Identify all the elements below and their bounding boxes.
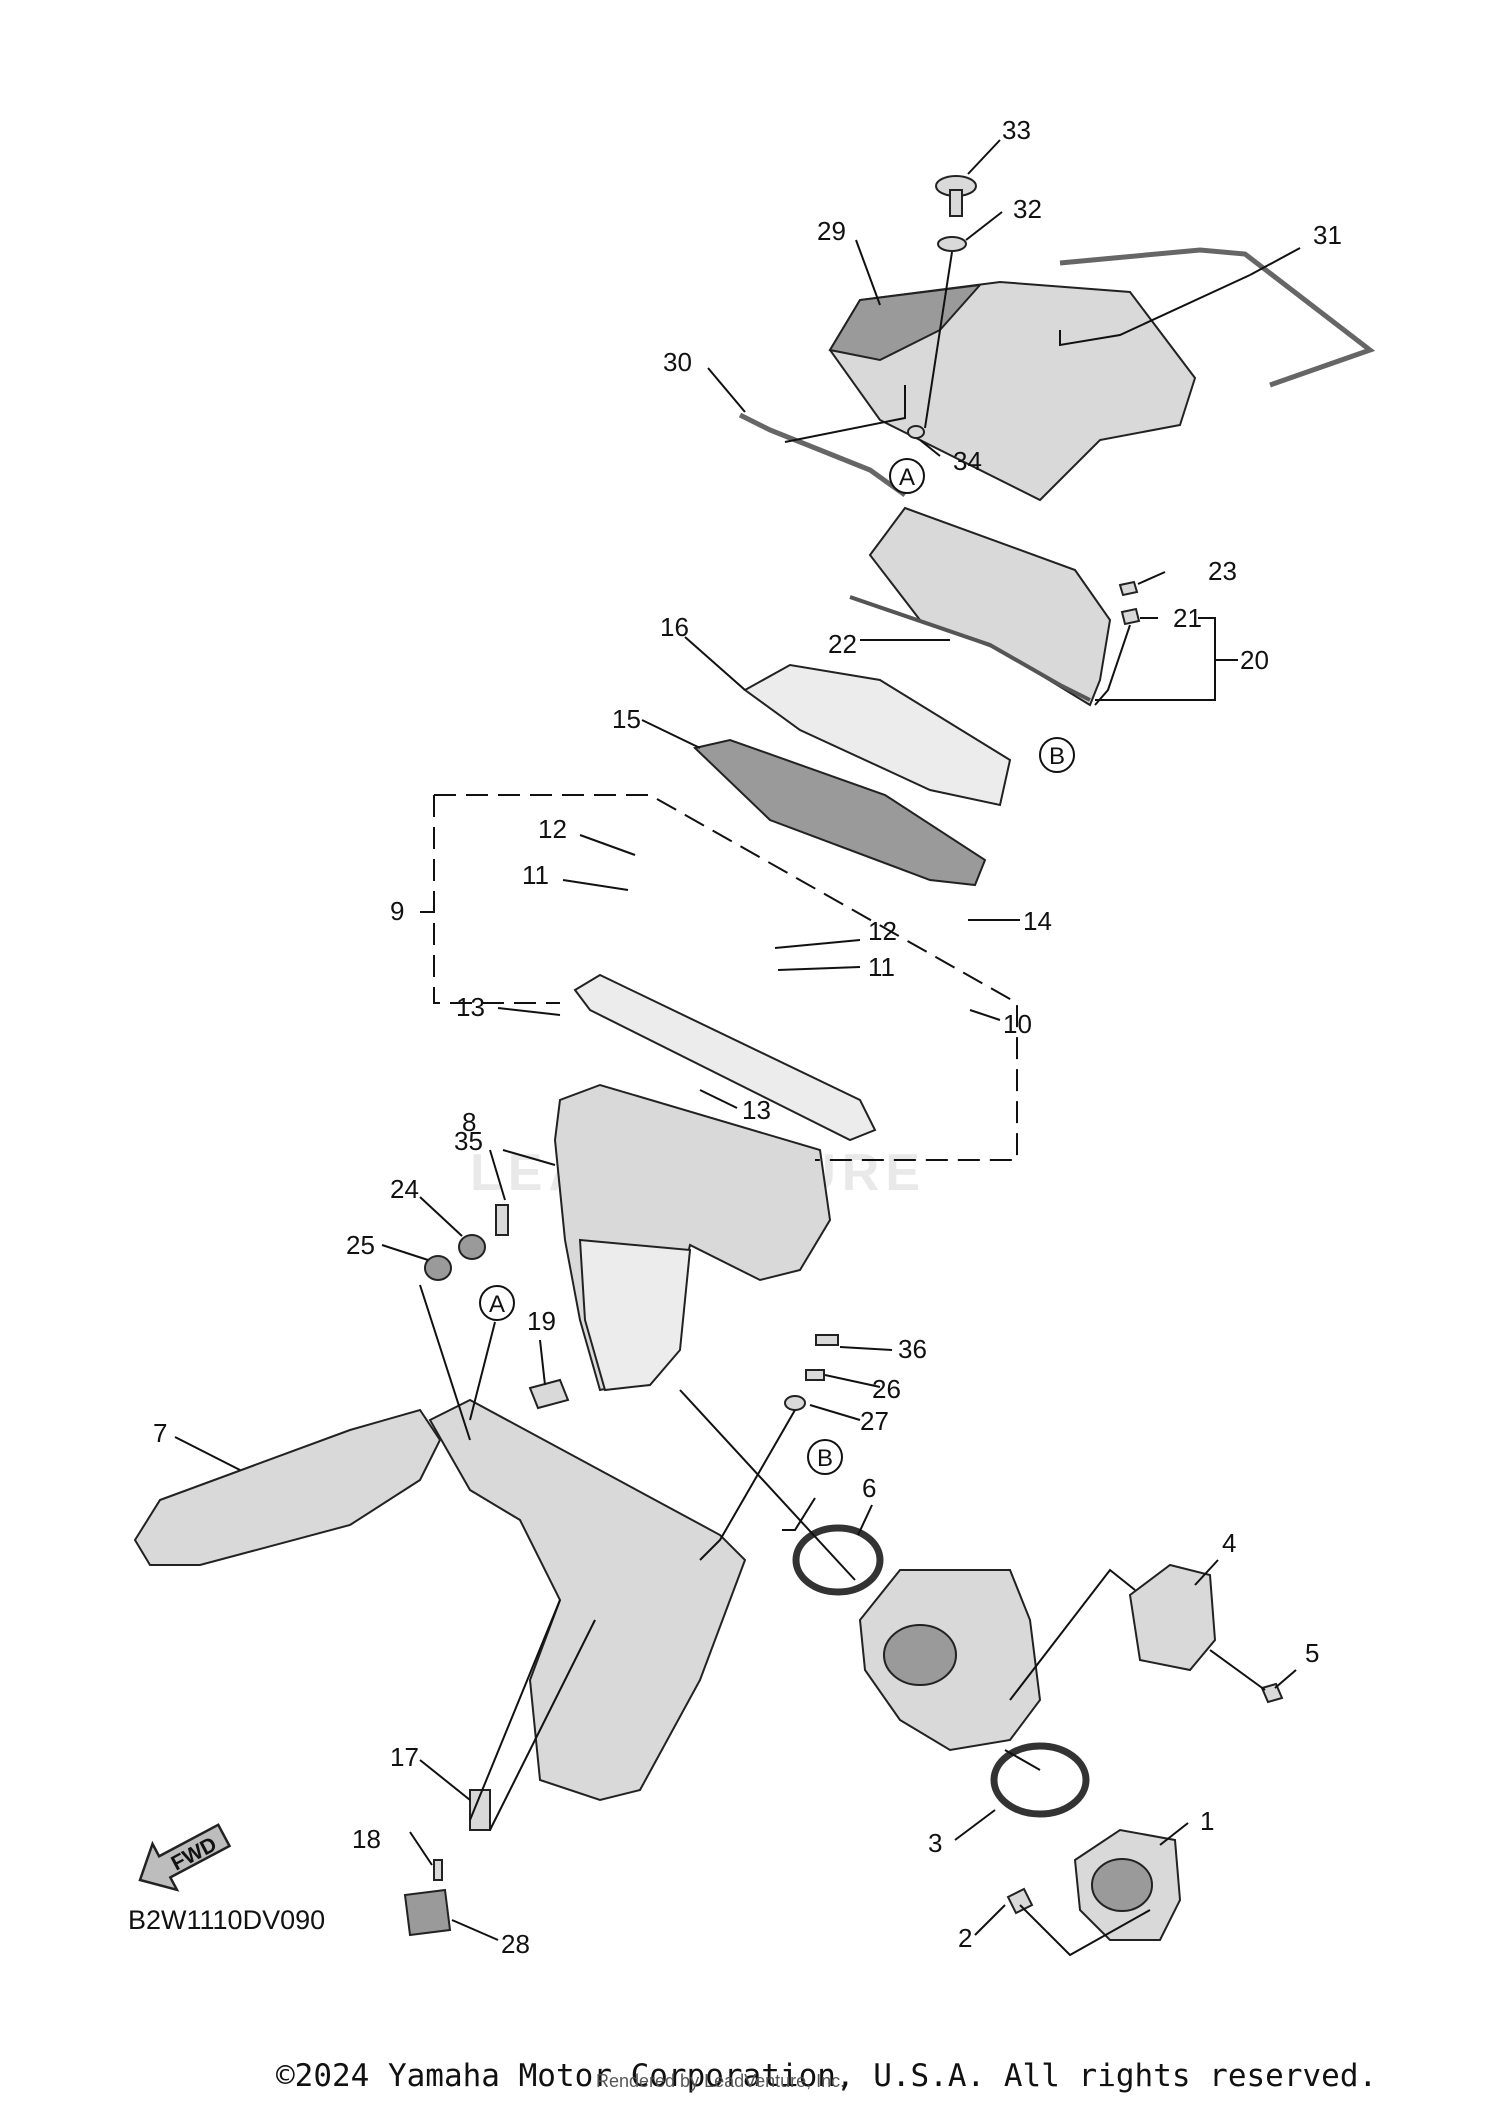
callout-2: 2 [958, 1923, 972, 1953]
svg-text:A: A [489, 1291, 505, 1318]
part-34-grommet [907, 425, 925, 439]
ref-marker-b-bottom: B [807, 1439, 843, 1475]
part-16-bracket [743, 663, 1012, 807]
callout-20: 20 [1240, 645, 1269, 675]
callout-17: 17 [390, 1742, 419, 1772]
copyright-notice: ©2024 Yamaha Motor Corporation, U.S.A. A… [276, 2058, 1378, 2094]
part-4-sensor-cover [1128, 1563, 1217, 1672]
callout-11-b: 11 [868, 952, 895, 982]
callout-12-a: 12 [538, 814, 567, 844]
callout-22: 22 [828, 629, 857, 659]
callout-32: 32 [1013, 194, 1042, 224]
part-lower-duct-body [428, 1398, 747, 1802]
callout-1: 1 [1200, 1806, 1214, 1836]
callout-4: 4 [1222, 1528, 1236, 1558]
callout-33: 33 [1002, 115, 1031, 145]
callout-30: 30 [663, 347, 692, 377]
part-27-washer [784, 1395, 806, 1411]
ref-marker-a-top: A [889, 458, 925, 494]
part-17-bracket [469, 1789, 491, 1831]
callout-18: 18 [352, 1824, 381, 1854]
callout-31: 31 [1313, 220, 1342, 250]
part-28-damper [403, 1888, 452, 1937]
callout-25: 25 [346, 1230, 375, 1260]
callout-3: 3 [928, 1828, 942, 1858]
callout-5: 5 [1305, 1638, 1319, 1668]
part-22-seal [849, 595, 1091, 702]
part-24-grommet [458, 1234, 486, 1260]
fwd-arrow-icon: FWD [138, 1823, 232, 1892]
part-9-cover [573, 973, 877, 1142]
part-6-clamp [792, 1524, 884, 1596]
part-19-clip [528, 1378, 570, 1410]
callout-29: 29 [817, 216, 846, 246]
callout-12-b: 12 [868, 916, 897, 946]
part-26-screw [805, 1369, 825, 1381]
part-23-screw [1118, 580, 1139, 597]
callout-19: 19 [527, 1306, 556, 1336]
part-25-grommet [424, 1255, 452, 1281]
leader-lines [174, 139, 1301, 1957]
part-33-screw-shank [949, 189, 963, 217]
callout-13-a: 13 [456, 992, 485, 1022]
callout-14: 14 [1023, 906, 1052, 936]
part-2-screw [1006, 1887, 1034, 1915]
callout-24: 24 [390, 1174, 419, 1204]
callout-28: 28 [501, 1929, 530, 1959]
svg-text:B: B [817, 1445, 833, 1472]
rendered-by-credit: Rendered by LeadVenture, Inc. [596, 2071, 846, 2091]
callout-10: 10 [1003, 1009, 1032, 1039]
callout-11-a: 11 [522, 860, 549, 890]
callout-36: 36 [898, 1334, 927, 1364]
part-7-intake-duct [133, 1408, 442, 1566]
diagram-code: B2W1110DV090 [128, 1905, 325, 1935]
callout-26: 26 [872, 1374, 901, 1404]
callout-23: 23 [1208, 556, 1237, 586]
part-29-shadow [828, 283, 983, 362]
callout-13-b: 13 [742, 1095, 771, 1125]
part-30-seal-strip [738, 412, 907, 498]
callout-8: 8 [462, 1107, 476, 1137]
callout-35: 35 [454, 1126, 483, 1156]
group-9-outline [433, 794, 1018, 1161]
part-5-screw [1260, 1682, 1284, 1704]
part-35-bolt [495, 1204, 509, 1236]
part-15-filter [692, 738, 987, 887]
part-18-screw [433, 1859, 443, 1881]
part-1-joint-bore [1091, 1858, 1153, 1912]
callout-16: 16 [660, 612, 689, 642]
ref-marker-b-top: B [1039, 737, 1075, 773]
callout-15: 15 [612, 704, 641, 734]
part-32-washer [937, 236, 967, 252]
callout-6: 6 [862, 1473, 876, 1503]
callout-34: 34 [953, 446, 982, 476]
part-8-funnel [578, 1238, 692, 1392]
part-31-seal-strip [1059, 247, 1376, 388]
part-20-duct-cover [868, 506, 1112, 707]
callout-7: 7 [153, 1418, 167, 1448]
ref-marker-a-bottom: A [479, 1285, 515, 1321]
part-throttle-bore [883, 1624, 957, 1686]
part-3-clamp [990, 1742, 1090, 1818]
part-36-bolt [815, 1334, 839, 1346]
svg-text:A: A [899, 464, 915, 491]
part-21-clip [1120, 607, 1141, 626]
svg-text:B: B [1049, 743, 1065, 770]
callout-27: 27 [860, 1406, 889, 1436]
callout-21: 21 [1173, 603, 1202, 633]
callout-9: 9 [390, 896, 404, 926]
